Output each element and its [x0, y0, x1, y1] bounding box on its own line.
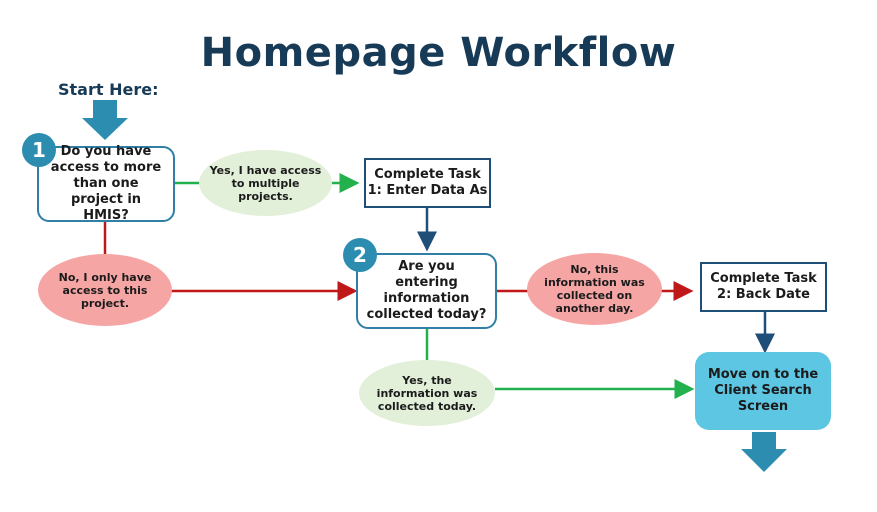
answer-no-only: No, I only have access to this project. [38, 254, 172, 326]
task-1-box: Complete Task 1: Enter Data As [364, 158, 491, 208]
question-2-box: Are you entering information collected t… [356, 253, 497, 329]
question-1-box: Do you have access to more than one proj… [37, 144, 175, 223]
final-step-box: Move on to the Client Search Screen [695, 352, 831, 430]
start-label: Start Here: [58, 80, 159, 99]
page-title: Homepage Workflow [200, 30, 677, 76]
start-arrow [82, 100, 128, 140]
answer-no-other-day: No, this information was collected on an… [527, 253, 662, 325]
step-2-badge: 2 [343, 238, 377, 272]
task-2-box: Complete Task 2: Back Date [700, 262, 827, 312]
answer-yes-multiple: Yes, I have access to multiple projects. [199, 150, 332, 216]
end-arrow [741, 432, 787, 472]
answer-yes-today: Yes, the information was collected today… [359, 360, 495, 426]
step-1-badge: 1 [22, 133, 56, 167]
